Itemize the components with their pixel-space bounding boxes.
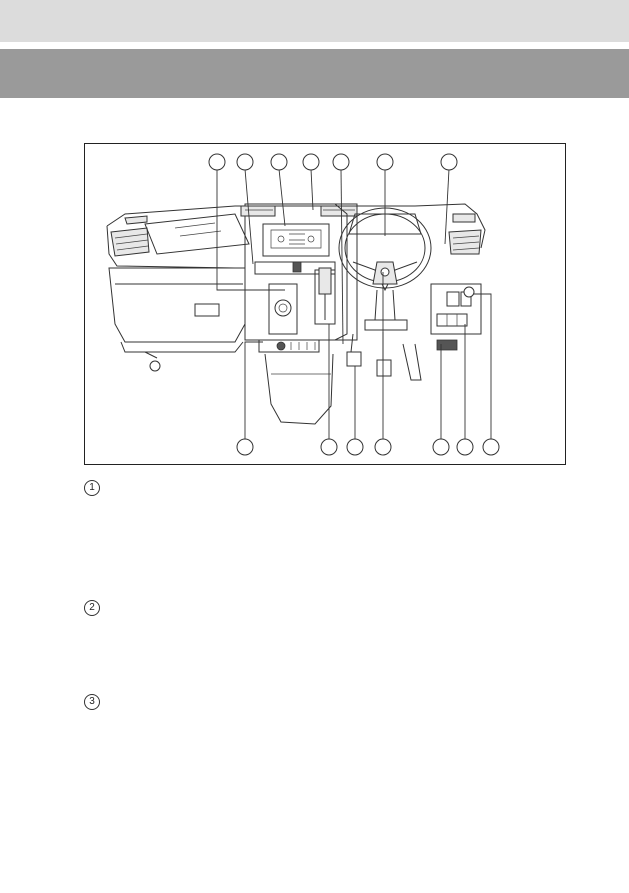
callout-bottom-2	[320, 438, 338, 456]
callout-top-2	[236, 153, 254, 171]
callout-top-1	[208, 153, 226, 171]
callout-bottom-7	[482, 438, 500, 456]
page-top-band	[0, 0, 629, 42]
callout-top-5	[332, 153, 350, 171]
callout-bottom-5	[432, 438, 450, 456]
dashboard-drawing	[106, 153, 500, 456]
section-header-bar	[0, 49, 629, 98]
callout-bottom-4	[374, 438, 392, 456]
callout-top-6	[376, 153, 394, 171]
legend-marker-3: 3	[84, 694, 100, 710]
callout-top-3	[270, 153, 288, 171]
callout-top-7	[440, 153, 458, 171]
callout-top-4	[302, 153, 320, 171]
callout-bottom-3	[346, 438, 364, 456]
callout-bottom-1	[236, 438, 254, 456]
dashboard-illustration	[84, 143, 566, 465]
callout-bottom-6	[456, 438, 474, 456]
legend-marker-1: 1	[84, 480, 100, 496]
legend-marker-2: 2	[84, 600, 100, 616]
